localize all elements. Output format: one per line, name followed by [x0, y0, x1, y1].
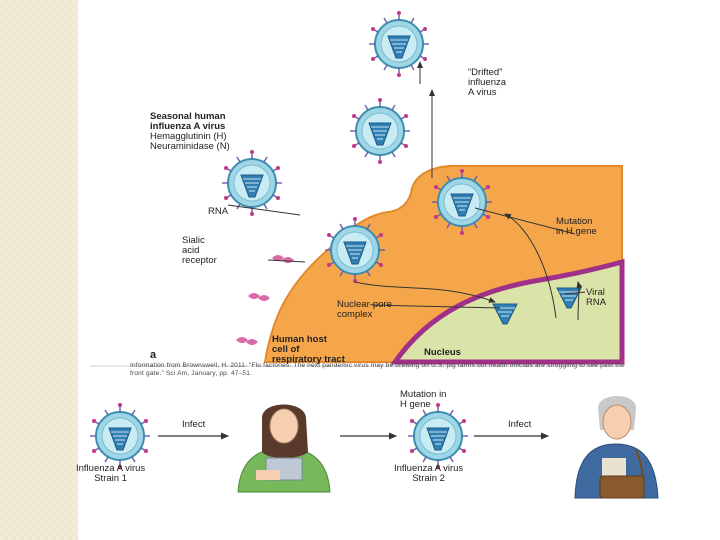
- drifted-virus-label: “Drifted” influenza A virus: [468, 67, 507, 98]
- infect-label-1: Infect: [182, 419, 206, 430]
- rna-label: RNA: [208, 206, 229, 217]
- figure-credit: Information from Brownswell, H. 2011. “F…: [130, 362, 625, 377]
- host-cell: [263, 164, 625, 365]
- mutation-bottom-label: Mutation in H gene: [400, 389, 447, 410]
- infect-label-2: Infect: [508, 419, 532, 430]
- virion-strain-1: [89, 402, 151, 470]
- viral-rna-label: Viral RNA: [586, 287, 607, 308]
- mutation-h-gene-label: Mutation in H gene: [556, 216, 597, 237]
- slide-sidebar: [0, 0, 79, 540]
- hemagglutinin-neuraminidase-label: Hemagglutinin (H) Neuraminidase (N): [150, 131, 230, 152]
- person-elderly-woman: [574, 396, 659, 499]
- panel-letter: a: [150, 349, 157, 361]
- strain-2-label: Influenza A virus Strain 2: [394, 463, 464, 484]
- person-young-woman: [237, 404, 331, 493]
- sialic-receptors: [236, 255, 294, 345]
- virion-seasonal: [221, 149, 283, 217]
- process-arrows: [227, 61, 586, 321]
- seasonal-virus-title: Seasonal human influenza A virus: [150, 111, 226, 132]
- virion-drifted-middle: [349, 97, 411, 165]
- nuclear-pore-label: Nuclear-pore complex: [337, 299, 392, 320]
- strain-1-label: Influenza A virus Strain 1: [76, 463, 146, 484]
- sialic-acid-receptor-label: Sialic acid receptor: [182, 235, 217, 266]
- virion-strain-2: [407, 402, 469, 470]
- host-cell-label: Human host cell of respiratory tract: [272, 334, 345, 365]
- nucleus-label: Nucleus: [424, 347, 461, 358]
